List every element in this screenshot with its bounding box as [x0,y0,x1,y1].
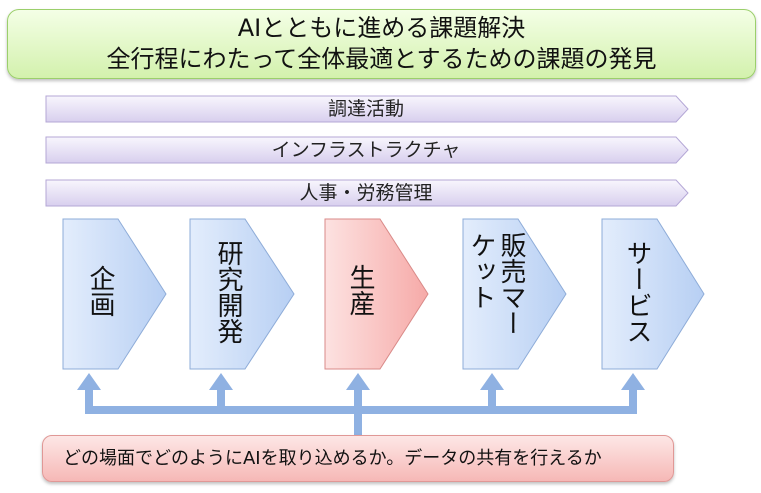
activity-shape-rnd [189,218,295,370]
activity-label-sales: 販売マーケット [466,232,526,336]
activity-label-planning: 企画 [85,265,115,317]
connector-network [77,373,645,436]
activity-label-production: 生産 [345,264,375,316]
activity-shape-sales [462,218,567,370]
support-label-procurement: 調達活動 [327,98,404,120]
support-bar-procurement [45,95,689,123]
activity-label-service: サービス [622,240,652,344]
activity-shape-service [601,218,705,370]
activity-shape-production [324,218,429,370]
activity-label-rnd: 研究開発 [213,240,243,344]
title-line-2: 全行程にわたって全体最適とするための課題の発見 [106,45,657,73]
title-line-1: AIとともに進める課題解決 [237,14,526,42]
support-label-hr: 人事・労務管理 [299,182,433,204]
support-bar-infrastructure [45,136,689,164]
support-label-infrastructure: インフラストラクチャ [271,139,461,161]
title-banner: AIとともに進める課題解決 全行程にわたって全体最適とするための課題の発見 [7,9,756,79]
question-text: どの場面でどのようにAIを取り込めるか。データの共有を行えるか [63,448,602,469]
question-box: どの場面でどのようにAIを取り込めるか。データの共有を行えるか [42,435,674,482]
activity-shape-planning [62,218,167,370]
support-bar-hr [45,179,689,207]
